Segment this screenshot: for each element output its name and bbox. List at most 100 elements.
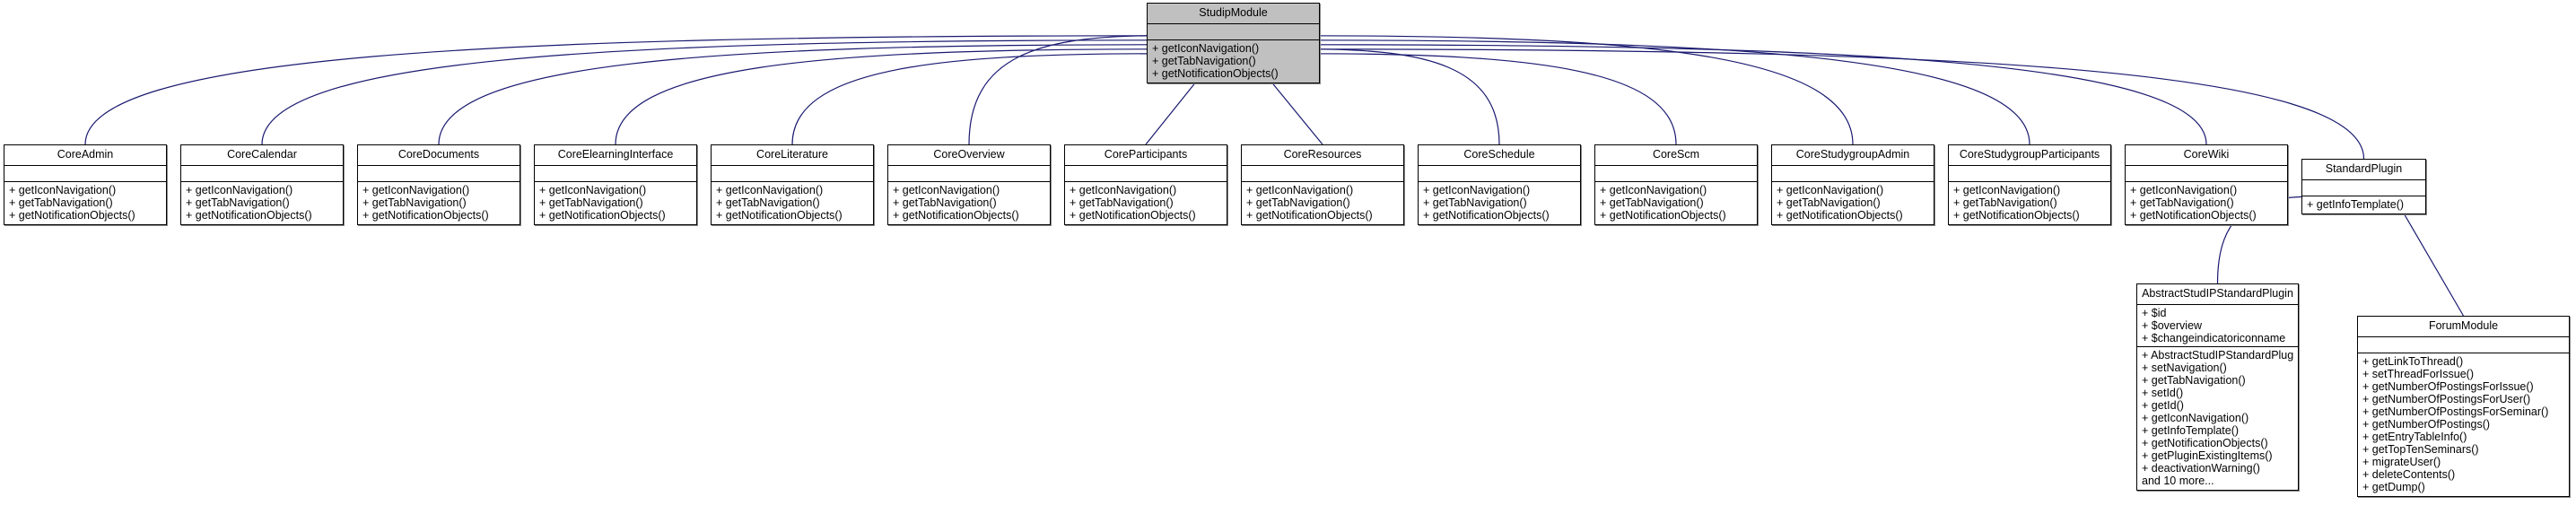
uml-class-attributes <box>181 166 343 182</box>
uml-method-row: + getTabNavigation() <box>186 196 290 209</box>
uml-class-title: StandardPlugin <box>2302 160 2425 180</box>
uml-class-coreschedule[interactable]: CoreSchedule + getIconNavigation()+ getTa… <box>1418 144 1581 225</box>
uml-class-corewiki[interactable]: CoreWiki + getIconNavigation()+ getTabNav… <box>2125 144 2288 225</box>
uml-method-row: + getNumberOfPostings() <box>2362 418 2491 431</box>
uml-class-attributes <box>1772 166 1934 182</box>
uml-class-coreparticipants[interactable]: CoreParticipants+ getIconNavigation()+ g… <box>1064 144 1227 225</box>
inheritance-edge-coreoverview-to-studipmodule <box>968 30 1157 145</box>
uml-class-methods: + getLinkToThread()+ setThreadForIssue()… <box>2358 353 2569 496</box>
uml-method-row: + AbstractStudIPStandardPlugin() <box>2142 349 2293 362</box>
uml-class-coreliterature[interactable]: CoreLiterature + getIconNavigation() + get… <box>711 144 874 225</box>
uml-class-attributes <box>1148 24 1319 40</box>
uml-method-row: + setId() <box>2142 387 2184 399</box>
uml-class-corestudygroupadmin[interactable]: CoreStudygroupAdmin+ getIconNavigation()… <box>1771 144 1934 225</box>
uml-class-standardplugin[interactable]: StandardPlugin+ getInfoTemplate() <box>2301 159 2426 214</box>
uml-class-forummodule[interactable]: ForumModule+ getLinkToThread()+ setThrea… <box>2357 316 2570 497</box>
uml-method-row: + getNotificationObjects() <box>2142 437 2268 449</box>
uml-class-title: CoreSchedule <box>1419 145 1580 166</box>
uml-class-title: CoreDocuments <box>358 145 520 166</box>
inheritance-connector <box>438 44 1157 145</box>
uml-method-row: + deactivationWarning() <box>2142 462 2260 475</box>
uml-method-row: + getTabNavigation() <box>2130 196 2234 209</box>
inheritance-edge-corecalendar-to-studipmodule <box>261 34 1157 145</box>
uml-class-coreresources[interactable]: CoreResources + getIconNavigation()+ getT… <box>1241 144 1404 225</box>
uml-method-row: + getIconNavigation() <box>1777 184 1884 196</box>
uml-method-row: + getNotificationObjects() <box>1953 209 2080 222</box>
uml-method-row: + getIconNavigation() <box>1423 184 1531 196</box>
uml-class-methods: + getIconNavigation()+ getTabNavigation(… <box>2126 182 2287 224</box>
uml-more-methods-row: and 10 more... <box>2142 475 2214 487</box>
uml-method-row: + getIconNavigation() <box>539 184 647 196</box>
uml-method-row: + getNotificationObjects() <box>1152 67 1279 80</box>
uml-method-row: + getTopTenSeminars() <box>2362 443 2479 456</box>
inheritance-connector <box>791 53 1157 145</box>
inheritance-edge-coreliterature-to-studipmodule <box>791 48 1157 145</box>
uml-method-row: + getTabNavigation() <box>1070 196 1174 209</box>
uml-method-row: + getTabNavigation() <box>362 196 467 209</box>
uml-class-attributes <box>2126 166 2287 182</box>
uml-method-row: + getIconNavigation() <box>2142 412 2249 424</box>
uml-method-row: + getNumberOfPostingsForIssue() <box>2362 380 2534 393</box>
uml-class-title: CoreCalendar <box>181 145 343 166</box>
uml-class-attributes <box>712 166 873 182</box>
uml-class-methods: + getIconNavigation()+ getTabNavigation(… <box>358 182 520 224</box>
uml-method-row: + getId() <box>2142 399 2184 412</box>
uml-class-attributes <box>1242 166 1403 182</box>
uml-method-row: + getIconNavigation() <box>186 184 293 196</box>
uml-class-methods: + getIconNavigation()+ getTabNavigation(… <box>1595 182 1757 224</box>
inheritance-connector <box>1309 35 1854 145</box>
uml-method-row: + setThreadForIssue() <box>2362 368 2475 380</box>
inheritance-edge-standardplugin-to-studipmodule <box>1309 43 2365 160</box>
uml-method-row: + getTabNavigation() <box>1423 196 1527 209</box>
uml-class-corecalendar[interactable]: CoreCalendar + getIconNavigation()+ getTa… <box>180 144 344 225</box>
uml-class-attributes <box>1949 166 2110 182</box>
uml-attribute-row: + $id <box>2142 307 2167 319</box>
uml-method-row: + getIconNavigation() <box>893 184 1000 196</box>
uml-method-row: + setNavigation() <box>2142 362 2227 374</box>
uml-class-abstractstudipstandardplugin[interactable]: AbstractStudIPStandardPlugin+ $id+ $over… <box>2136 283 2299 491</box>
inheritance-connector <box>968 35 1157 145</box>
uml-class-studipmodule[interactable]: StudipModule+ getIconNavigation()+ getTa… <box>1147 3 1320 83</box>
uml-class-attributes <box>2302 180 2425 196</box>
uml-class-methods: + getIconNavigation()+ getTabNavigation(… <box>888 182 1050 224</box>
uml-class-title: CoreOverview <box>888 145 1050 166</box>
uml-method-row: + getNotificationObjects() <box>9 209 135 222</box>
uml-method-row: + getNumberOfPostingsForUser() <box>2362 393 2531 405</box>
uml-class-title: CoreWiki <box>2126 145 2287 166</box>
inheritance-connector <box>1309 39 2030 145</box>
uml-class-title: CoreLiterature <box>712 145 873 166</box>
uml-class-coreelearninginterface[interactable]: CoreElearningInterface+ getIconNavigatio… <box>534 144 697 225</box>
uml-method-row: + getTabNavigation() <box>1777 196 1881 209</box>
uml-class-title: CoreAdmin <box>4 145 166 166</box>
uml-class-methods: + getIconNavigation()+ getTabNavigation(… <box>1242 182 1403 224</box>
uml-class-title: CoreResources <box>1242 145 1403 166</box>
inheritance-edge-corewiki-to-studipmodule <box>1309 39 2207 145</box>
uml-method-row: + getTabNavigation() <box>1246 196 1350 209</box>
inheritance-edge-coreelearninginterface-to-studipmodule <box>615 43 1157 145</box>
uml-method-row: + getTabNavigation() <box>1152 55 1256 67</box>
uml-method-row: + getNotificationObjects() <box>1423 209 1550 222</box>
uml-class-coredocuments[interactable]: CoreDocuments + getIconNavigation()+ getT… <box>357 144 520 225</box>
uml-class-methods: + getIconNavigation()+ getTabNavigation(… <box>181 182 343 224</box>
uml-class-methods: + getIconNavigation()+ getTabNavigation(… <box>1949 182 2110 224</box>
uml-method-row: + getNotificationObjects() <box>716 209 843 222</box>
uml-class-attributes <box>4 166 166 182</box>
uml-class-coreoverview[interactable]: CoreOverview + getIconNavigation()+ getTa… <box>887 144 1051 225</box>
uml-method-row: + getLinkToThread() <box>2362 355 2464 368</box>
uml-class-corescm[interactable]: CoreScm+ getIconNavigation()+ getTabNavi… <box>1594 144 1758 225</box>
uml-class-corestudygroupparticipants[interactable]: CoreStudygroupParticipants + getIconNavig… <box>1948 144 2111 225</box>
uml-class-attributes: + $id+ $overview+ $changeindicatoriconna… <box>2137 305 2298 347</box>
uml-class-coreadmin[interactable]: CoreAdmin+ getIconNavigation()+ getTabNa… <box>4 144 167 225</box>
uml-method-row: + getIconNavigation() <box>1152 42 1260 55</box>
uml-method-row: + getIconNavigation() <box>1246 184 1354 196</box>
uml-class-attributes <box>2358 337 2569 353</box>
uml-method-row: + getNotificationObjects() <box>893 209 1019 222</box>
uml-attribute-row: + $overview <box>2142 319 2203 332</box>
inheritance-edge-corescm-to-studipmodule <box>1309 48 1677 145</box>
inheritance-connector <box>2397 204 2465 317</box>
uml-method-row: + getNotificationObjects() <box>1600 209 1726 222</box>
uml-class-title: CoreStudygroupParticipants <box>1949 145 2110 166</box>
uml-method-row: + getIconNavigation() <box>716 184 824 196</box>
inheritance-connector <box>1309 53 1677 145</box>
